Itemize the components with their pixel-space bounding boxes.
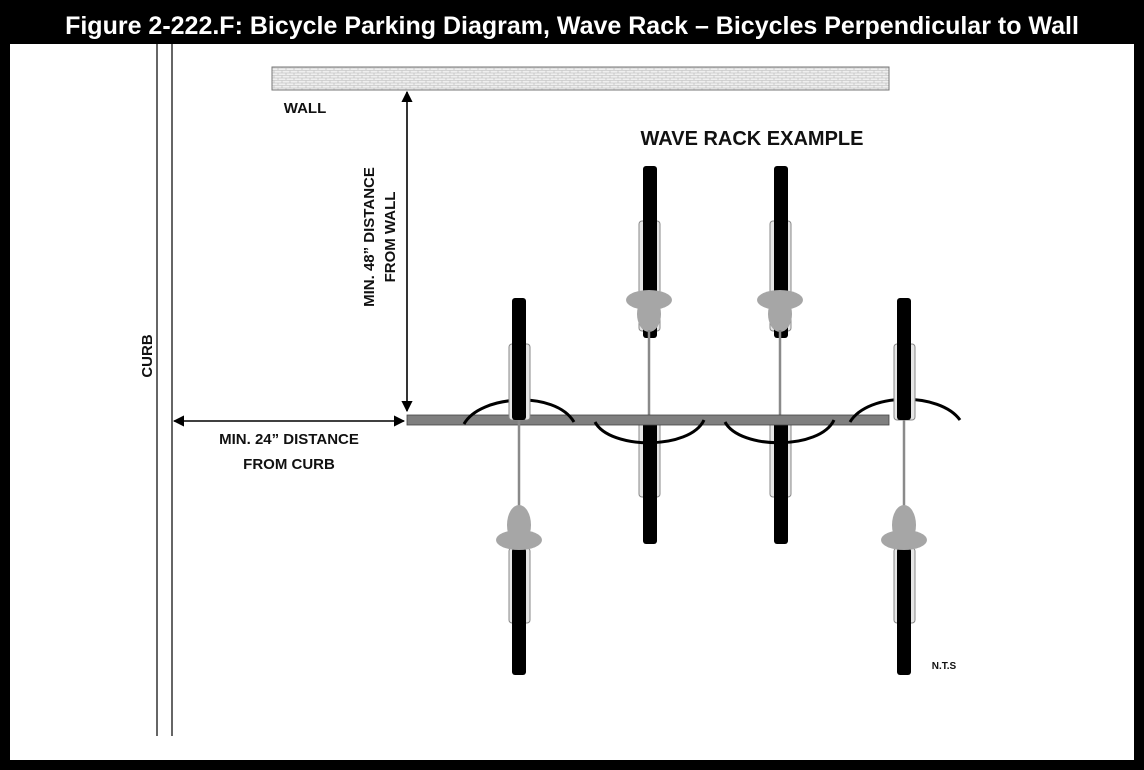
bicycle-1 bbox=[496, 298, 542, 675]
wall-distance-label-line1: MIN. 48” DISTANCE bbox=[361, 167, 378, 307]
figure-title: Figure 2-222.F: Bicycle Parking Diagram,… bbox=[10, 10, 1134, 44]
bicycle-2 bbox=[626, 166, 672, 544]
wall bbox=[271, 66, 890, 91]
bike-2-rear-wheel bbox=[643, 421, 657, 544]
rack-example-label: WAVE RACK EXAMPLE bbox=[641, 128, 864, 150]
bicycle-3 bbox=[757, 166, 803, 544]
curb-label: CURB bbox=[139, 334, 156, 377]
scale-note: N.T.S bbox=[932, 661, 957, 672]
bike-4-handlebar bbox=[881, 530, 927, 550]
bike-3-saddle bbox=[768, 296, 792, 332]
bike-1-rear-wheel bbox=[512, 548, 526, 675]
bike-4-front-wheel bbox=[897, 298, 911, 420]
curb-distance-label-line1: MIN. 24” DISTANCE bbox=[219, 431, 359, 448]
bike-4-rear-wheel bbox=[897, 548, 911, 675]
wall-distance-label-line2: FROM WALL bbox=[382, 192, 399, 283]
bike-2-saddle bbox=[637, 296, 661, 332]
wall-label: WALL bbox=[284, 100, 327, 117]
rack-loop-2 bbox=[593, 419, 706, 445]
bike-1-handlebar bbox=[496, 530, 542, 550]
bike-1-front-wheel bbox=[512, 298, 526, 420]
rack-bar bbox=[406, 414, 890, 426]
bicycle-4 bbox=[881, 298, 927, 675]
curb-distance-label-line2: FROM CURB bbox=[243, 456, 335, 473]
rack-loop-3 bbox=[723, 419, 836, 445]
bike-3-rear-wheel bbox=[774, 421, 788, 544]
